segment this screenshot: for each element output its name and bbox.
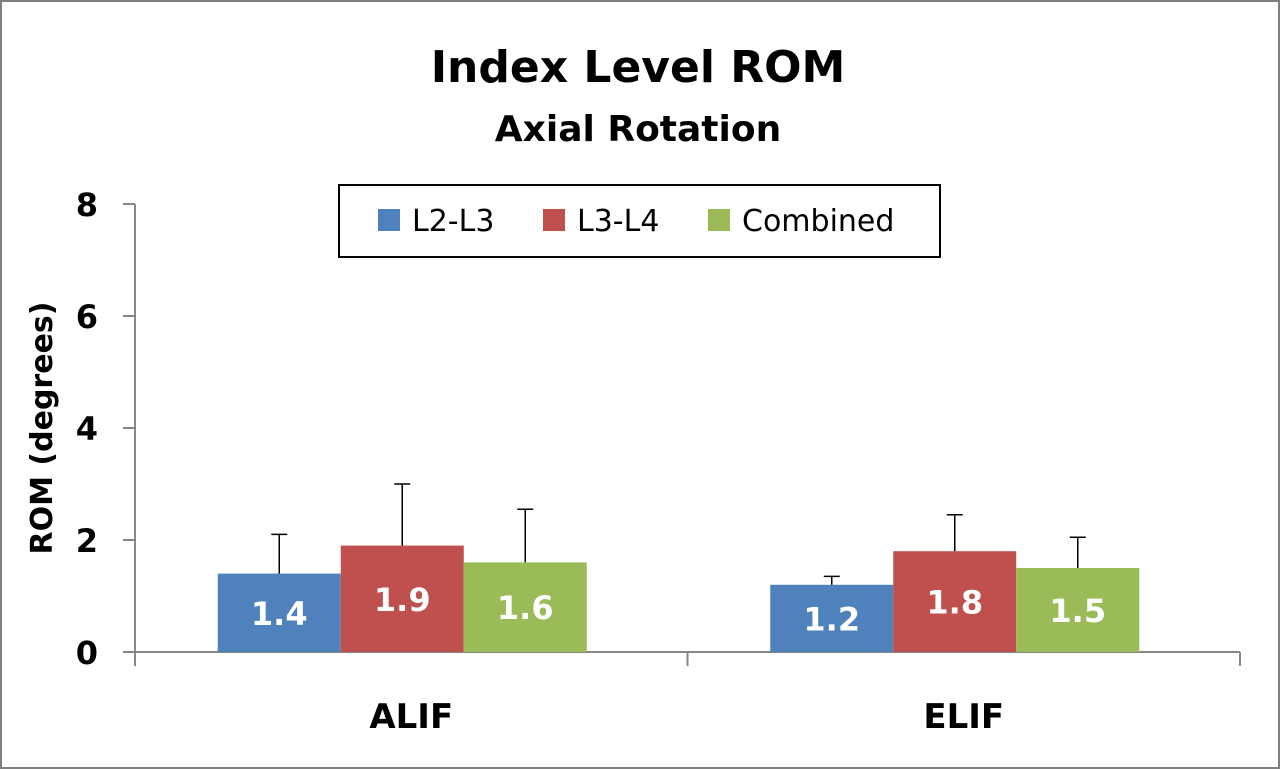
bar xyxy=(770,584,894,652)
legend-swatch xyxy=(708,209,730,231)
data-label: 1.9 xyxy=(374,581,431,619)
data-label: 1.5 xyxy=(1049,592,1106,630)
x-category-label: ELIF xyxy=(923,697,1004,737)
legend-box xyxy=(338,184,941,258)
y-tick-label: 0 xyxy=(76,634,98,672)
y-axis-label: ROM (degrees) xyxy=(25,302,60,555)
y-tick-label: 4 xyxy=(76,410,98,448)
error-bars xyxy=(271,483,1086,585)
legend-label: L3-L4 xyxy=(577,204,659,239)
data-label: 1.4 xyxy=(251,595,308,633)
y-tick-label: 6 xyxy=(76,298,98,336)
data-label: 1.2 xyxy=(803,600,860,638)
data-label: 1.8 xyxy=(926,584,983,622)
bar xyxy=(340,545,464,652)
data-labels: 1.4 1.9 1.6 1.2 1.8 1.5 xyxy=(251,581,1106,639)
legend-swatch xyxy=(378,209,400,231)
y-tick-label: 8 xyxy=(76,186,98,224)
legend-label: Combined xyxy=(742,204,894,239)
chart-title: Index Level ROM xyxy=(431,42,846,93)
bar xyxy=(463,562,587,652)
legend-label: L2-L3 xyxy=(412,204,494,239)
chart-subtitle: Axial Rotation xyxy=(495,109,781,150)
x-category-label: ALIF xyxy=(369,697,453,737)
bar xyxy=(1016,568,1140,652)
bar xyxy=(893,551,1017,652)
bars xyxy=(217,545,1140,652)
data-label: 1.6 xyxy=(497,589,554,627)
legend: L2-L3 L3-L4 Combined xyxy=(338,184,941,258)
legend-swatch xyxy=(543,209,565,231)
y-tick-label: 2 xyxy=(76,522,98,560)
bar xyxy=(217,573,341,652)
